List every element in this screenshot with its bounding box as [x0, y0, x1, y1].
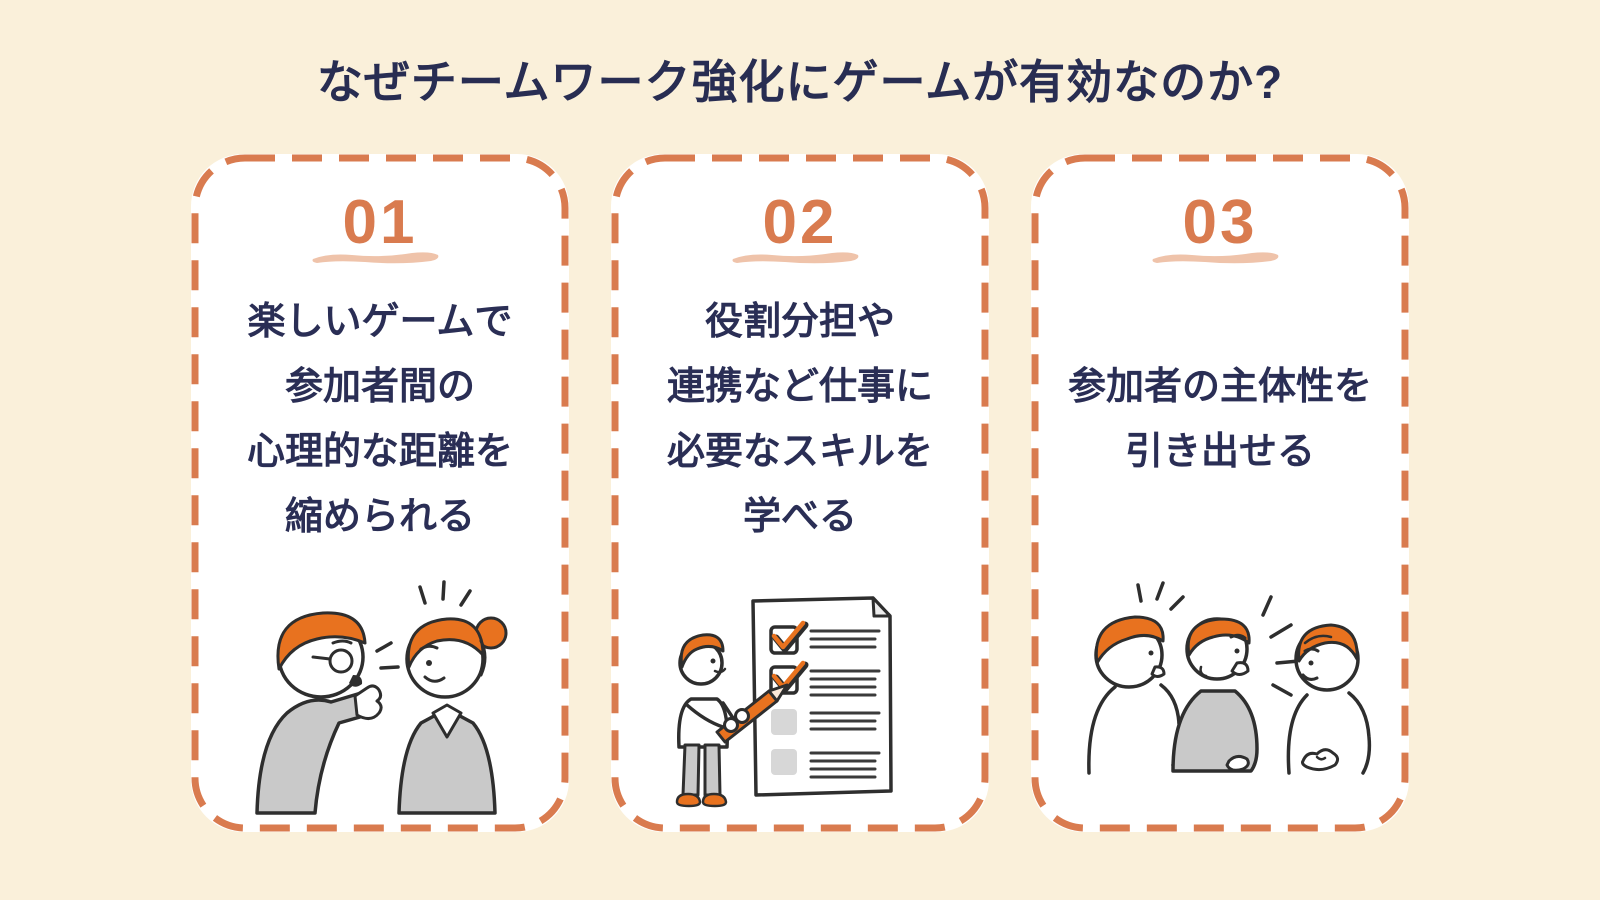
speech-lines: [375, 641, 400, 670]
description-line: 役割分担や: [704, 301, 895, 343]
cards-row: 01 楽しいゲームで 参加者間の 心理的な距離を 縮められる: [0, 154, 1600, 832]
card-number-1: 01: [342, 188, 418, 257]
description-line: 参加者間の: [284, 366, 475, 408]
illustration-area: [191, 575, 569, 815]
main-title: なぜチームワーク強化にゲームが有効なのか?: [316, 56, 1284, 108]
description-line: 学べる: [742, 496, 857, 538]
person-right: [1286, 623, 1372, 775]
shoe: [675, 792, 702, 808]
two-people-talking-illustration: [255, 580, 508, 815]
hand: [1225, 754, 1250, 772]
person-left-man: [255, 611, 400, 815]
card-number-2: 02: [762, 188, 838, 257]
illustration-area: [1031, 575, 1409, 815]
person-middle: [1171, 617, 1259, 773]
description-line: 心理的な距離を: [246, 431, 513, 473]
illustration-area: [611, 575, 989, 815]
pants: [703, 743, 722, 797]
speech-burst-lines: [1261, 595, 1301, 697]
pants: [681, 743, 701, 797]
description-line: 連携など仕事に: [666, 366, 933, 408]
surprise-lines: [418, 580, 472, 607]
hand: [353, 684, 383, 720]
card-description-1: 楽しいゲームで 参加者間の 心理的な距離を 縮められる: [247, 265, 513, 575]
person-right-woman: [397, 580, 508, 815]
three-people-talking-illustration: [1087, 581, 1372, 775]
benefit-card-2: 02 役割分担や 連携など仕事に 必要なスキルを 学べる: [611, 154, 989, 832]
folded-corner: [871, 596, 892, 618]
description-line: 必要なスキルを: [666, 431, 933, 473]
description-line: 縮められる: [284, 496, 475, 538]
benefit-card-1: 01 楽しいゲームで 参加者間の 心理的な距離を 縮められる: [191, 154, 569, 832]
card-description-3: 参加者の主体性を 引き出せる: [1068, 265, 1372, 575]
description-line: 参加者の主体性を: [1067, 366, 1372, 408]
card-number-3: 03: [1182, 188, 1258, 257]
open-mouth: [1230, 661, 1250, 676]
person-checking-list-illustration: [675, 596, 893, 808]
excitement-lines: [1136, 581, 1185, 611]
description-line: 引き出せる: [1124, 431, 1315, 473]
shoe: [701, 792, 728, 808]
hand: [734, 708, 750, 724]
card-description-2: 役割分担や 連携など仕事に 必要なスキルを 学べる: [667, 265, 933, 575]
description-line: 楽しいゲームで: [247, 301, 513, 343]
open-mouth: [1150, 665, 1166, 678]
benefit-card-3: 03 参加者の主体性を 引き出せる: [1031, 154, 1409, 832]
